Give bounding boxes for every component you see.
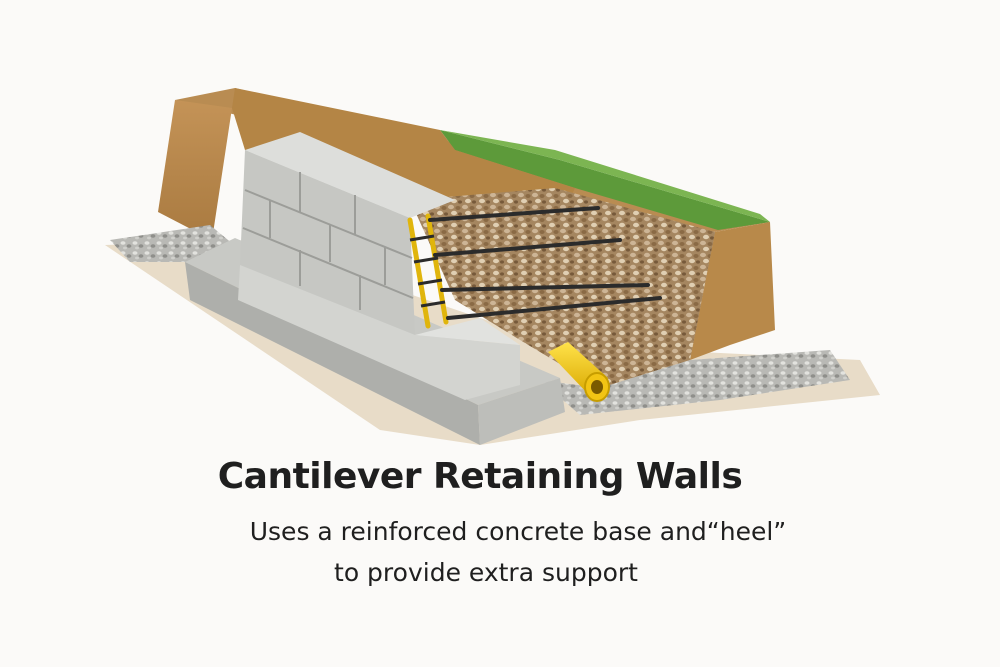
subtitle-line-2: to provide extra support bbox=[334, 558, 638, 587]
subtitle-line-1: Uses a reinforced concrete base and“heel… bbox=[249, 517, 787, 546]
page-title: Cantilever Retaining Walls bbox=[217, 456, 743, 497]
